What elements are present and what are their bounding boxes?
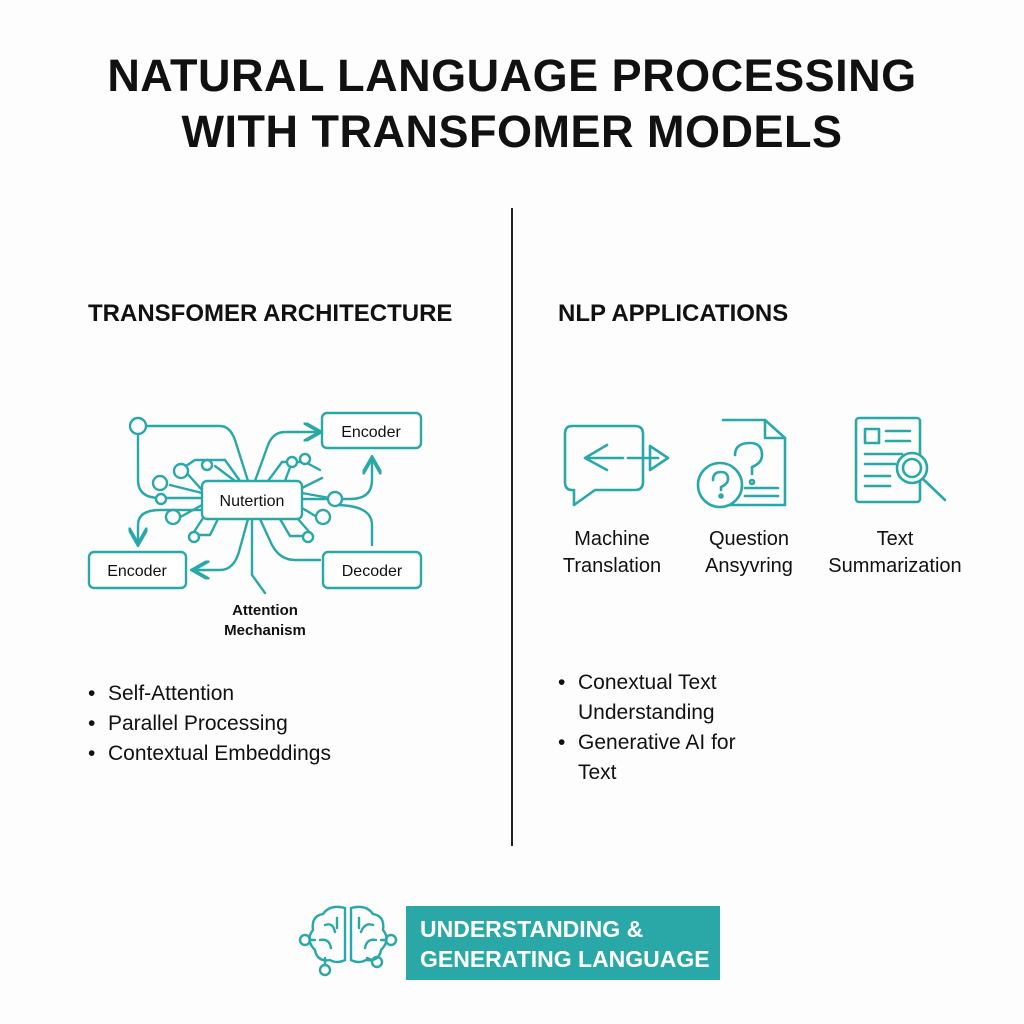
list-item: Conextual Text Understanding xyxy=(558,668,758,728)
transformer-diagram: Nutertion Encoder Encoder Decoder Attent… xyxy=(87,411,423,639)
center-node-label: Nutertion xyxy=(220,493,285,510)
diagram-caption: Mechanism xyxy=(224,622,306,639)
banner: UNDERSTANDING & GENERATING LANGUAGE xyxy=(406,906,720,980)
encoder-node-label: Encoder xyxy=(107,563,167,580)
applications-bullets: Conextual Text Understanding Generative … xyxy=(558,668,758,788)
diagram-caption: Attention xyxy=(232,602,298,619)
translation-icon xyxy=(563,424,670,507)
question-document-icon xyxy=(696,418,787,509)
brain-circuit-icon xyxy=(298,905,398,977)
list-item: Generative AI for Text xyxy=(558,728,758,788)
architecture-heading: TRANSFOMER ARCHITECTURE xyxy=(88,300,453,327)
document-search-icon xyxy=(854,416,947,504)
encoder-node-label: Encoder xyxy=(341,424,401,441)
decoder-node-label: Decoder xyxy=(342,563,403,580)
list-item: Self-Attention xyxy=(88,679,331,709)
divider xyxy=(511,208,513,846)
list-item: Parallel Processing xyxy=(88,709,331,739)
architecture-bullets: Self-Attention Parallel Processing Conte… xyxy=(88,679,331,769)
page-title: NATURAL LANGUAGE PROCESSING WITH TRANSFO… xyxy=(107,50,917,157)
list-item: Contextual Embeddings xyxy=(88,739,331,769)
applications-heading: NLP APPLICATIONS xyxy=(558,300,789,327)
app-icons xyxy=(563,416,947,509)
